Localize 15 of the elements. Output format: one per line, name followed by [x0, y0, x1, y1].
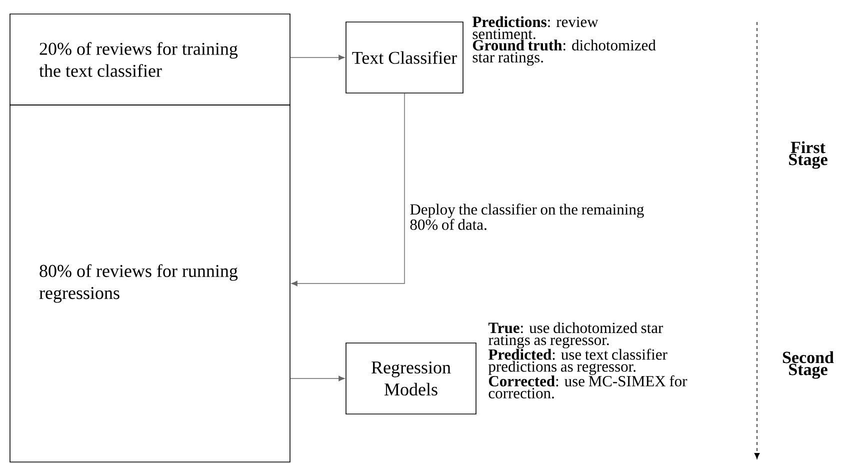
note-text: True: use dichotomized star ratings as regressor. — [488, 322, 664, 348]
stage-label: First Stage — [789, 141, 828, 169]
process-box: Text Classifier — [346, 22, 464, 94]
edge-label: Deploy the classifier on the remaining 80% of data. — [410, 204, 644, 230]
note-text: Predictions: review sentiment. — [472, 16, 598, 40]
data-box: 80% of reviews for running regressions — [10, 104, 290, 462]
data-box: 20% of reviews for training the text classifier — [10, 14, 290, 106]
note-text: Predicted: use text classifier predictions as regressor. — [488, 348, 668, 375]
process-box: Regression Models — [346, 342, 476, 414]
arrow — [290, 376, 345, 382]
note-text: Corrected: use MC-SIMEX for correction. — [488, 375, 688, 398]
arrow — [290, 54, 345, 60]
arrow — [291, 93, 405, 286]
note-text: Ground truth: dichotomized star ratings. — [472, 40, 656, 66]
stage-label: Second Stage — [782, 351, 834, 379]
